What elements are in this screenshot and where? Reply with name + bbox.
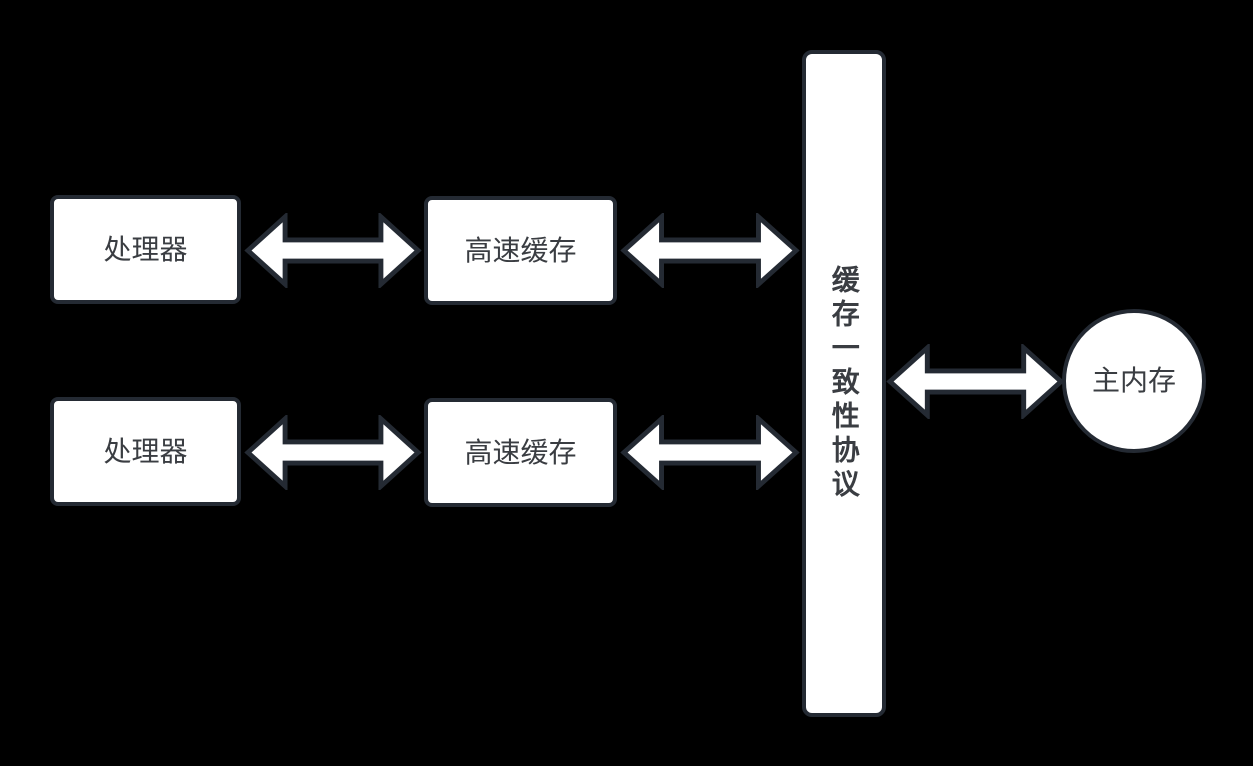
node-cache-top-label: 高速缓存 — [464, 234, 577, 266]
node-processor-top: 处理器 — [50, 195, 241, 304]
node-main-memory-label: 主内存 — [1091, 365, 1176, 397]
node-processor-bottom-label: 处理器 — [103, 435, 188, 467]
node-cache-bottom: 高速缓存 — [424, 398, 617, 507]
node-cache-coherence-protocol: 缓存一致性协议 — [802, 50, 886, 717]
node-cache-coherence-protocol-label: 缓存一致性协议 — [828, 264, 860, 503]
double-arrow-processor-cache-bottom-icon — [244, 415, 422, 490]
node-processor-top-label: 处理器 — [103, 233, 188, 265]
double-arrow-processor-cache-top-icon — [244, 213, 422, 288]
node-main-memory: 主内存 — [1062, 309, 1206, 453]
node-cache-top: 高速缓存 — [424, 196, 617, 305]
node-processor-bottom: 处理器 — [50, 397, 241, 506]
double-arrow-protocol-memory-icon — [886, 344, 1065, 419]
double-arrow-cache-protocol-top-icon — [620, 213, 800, 288]
node-cache-bottom-label: 高速缓存 — [464, 436, 577, 468]
double-arrow-cache-protocol-bottom-icon — [620, 415, 800, 490]
